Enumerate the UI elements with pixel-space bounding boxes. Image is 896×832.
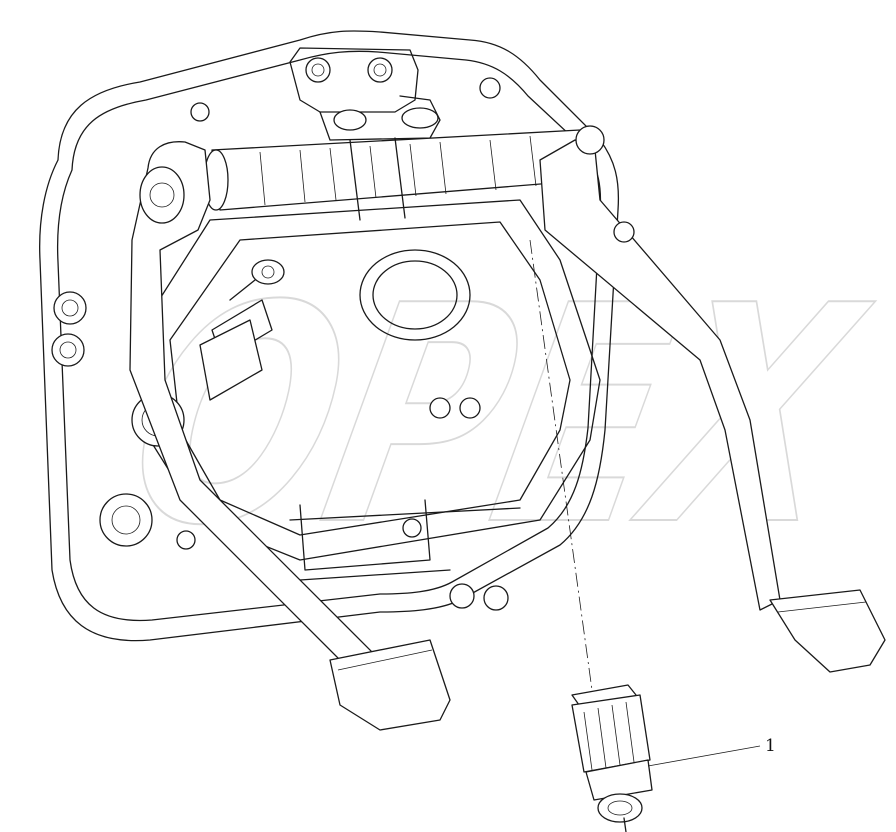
upper-bracket bbox=[289, 47, 441, 141]
clutch-pedal bbox=[129, 141, 451, 731]
cross-shaft bbox=[203, 129, 596, 221]
callout-label: 1 bbox=[765, 736, 776, 756]
side-bolts bbox=[51, 77, 635, 611]
callout-1: 1 bbox=[647, 736, 776, 767]
callout-leader bbox=[647, 745, 761, 767]
pedal-switch bbox=[529, 239, 653, 832]
brake-pedal bbox=[539, 125, 886, 673]
mounting-plate bbox=[39, 30, 620, 642]
